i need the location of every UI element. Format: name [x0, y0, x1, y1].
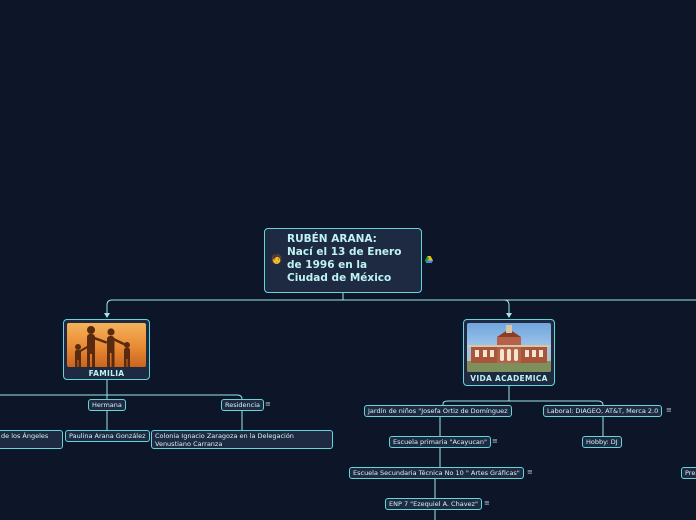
hermana-node[interactable]: Hermana [88, 399, 126, 411]
laboral-node[interactable]: Laboral: DIAGEO, AT&T, Merca 2.0 [543, 405, 663, 417]
familia-label: FAMILIA [88, 369, 125, 378]
root-title-line-3: de 1996 en la [287, 259, 368, 271]
familia-topic[interactable]: FAMILIA [63, 319, 150, 380]
secundaria-node[interactable]: Escuela Secundaria Técnica No 10 " Artes… [349, 467, 524, 479]
enp-note-icon[interactable]: ≡ [484, 499, 490, 507]
drive-icon[interactable] [425, 256, 433, 265]
enp-node[interactable]: ENP 7 "Ezequiel A. Chavez" [385, 498, 482, 510]
laboral-note-icon[interactable]: ≡ [666, 406, 672, 414]
secundaria-note-icon[interactable]: ≡ [527, 468, 533, 476]
residencia-node[interactable]: Residencia [221, 399, 265, 411]
school-image [467, 323, 551, 372]
residencia-note-icon[interactable]: ≡ [265, 400, 271, 408]
madre-name-node[interactable]: de los Ángeles [0, 430, 63, 449]
vida-academica-label: VIDA ACADEMICA [470, 374, 548, 383]
prep-node[interactable]: Prep [681, 467, 696, 479]
residencia-detail-node[interactable]: Colonia Ignacio Zaragoza en la Delegació… [151, 430, 333, 449]
hermana-name-node[interactable]: Paulina Arana González [65, 430, 150, 442]
vida-academica-topic[interactable]: VIDA ACADEMICA [463, 319, 555, 386]
jardin-node[interactable]: Jardín de niños "Josefa Ortiz de Domíngu… [364, 405, 512, 417]
root-topic[interactable]: 🧑 RUBÉN ARANA: Nací el 13 de Enero de 19… [264, 228, 422, 293]
hobby-node[interactable]: Hobby: DJ [582, 436, 622, 448]
person-icon: 🧑 [271, 255, 283, 265]
family-image [67, 323, 146, 367]
root-title-line-4: Ciudad de México [287, 272, 392, 284]
root-title-line-1: RUBÉN ARANA: [287, 233, 377, 245]
root-title-line-2: Nací el 13 de Enero [287, 246, 402, 258]
primaria-note-icon[interactable]: ≡ [492, 437, 498, 445]
primaria-node[interactable]: Escuela primaria "Acayucan" [389, 436, 491, 448]
